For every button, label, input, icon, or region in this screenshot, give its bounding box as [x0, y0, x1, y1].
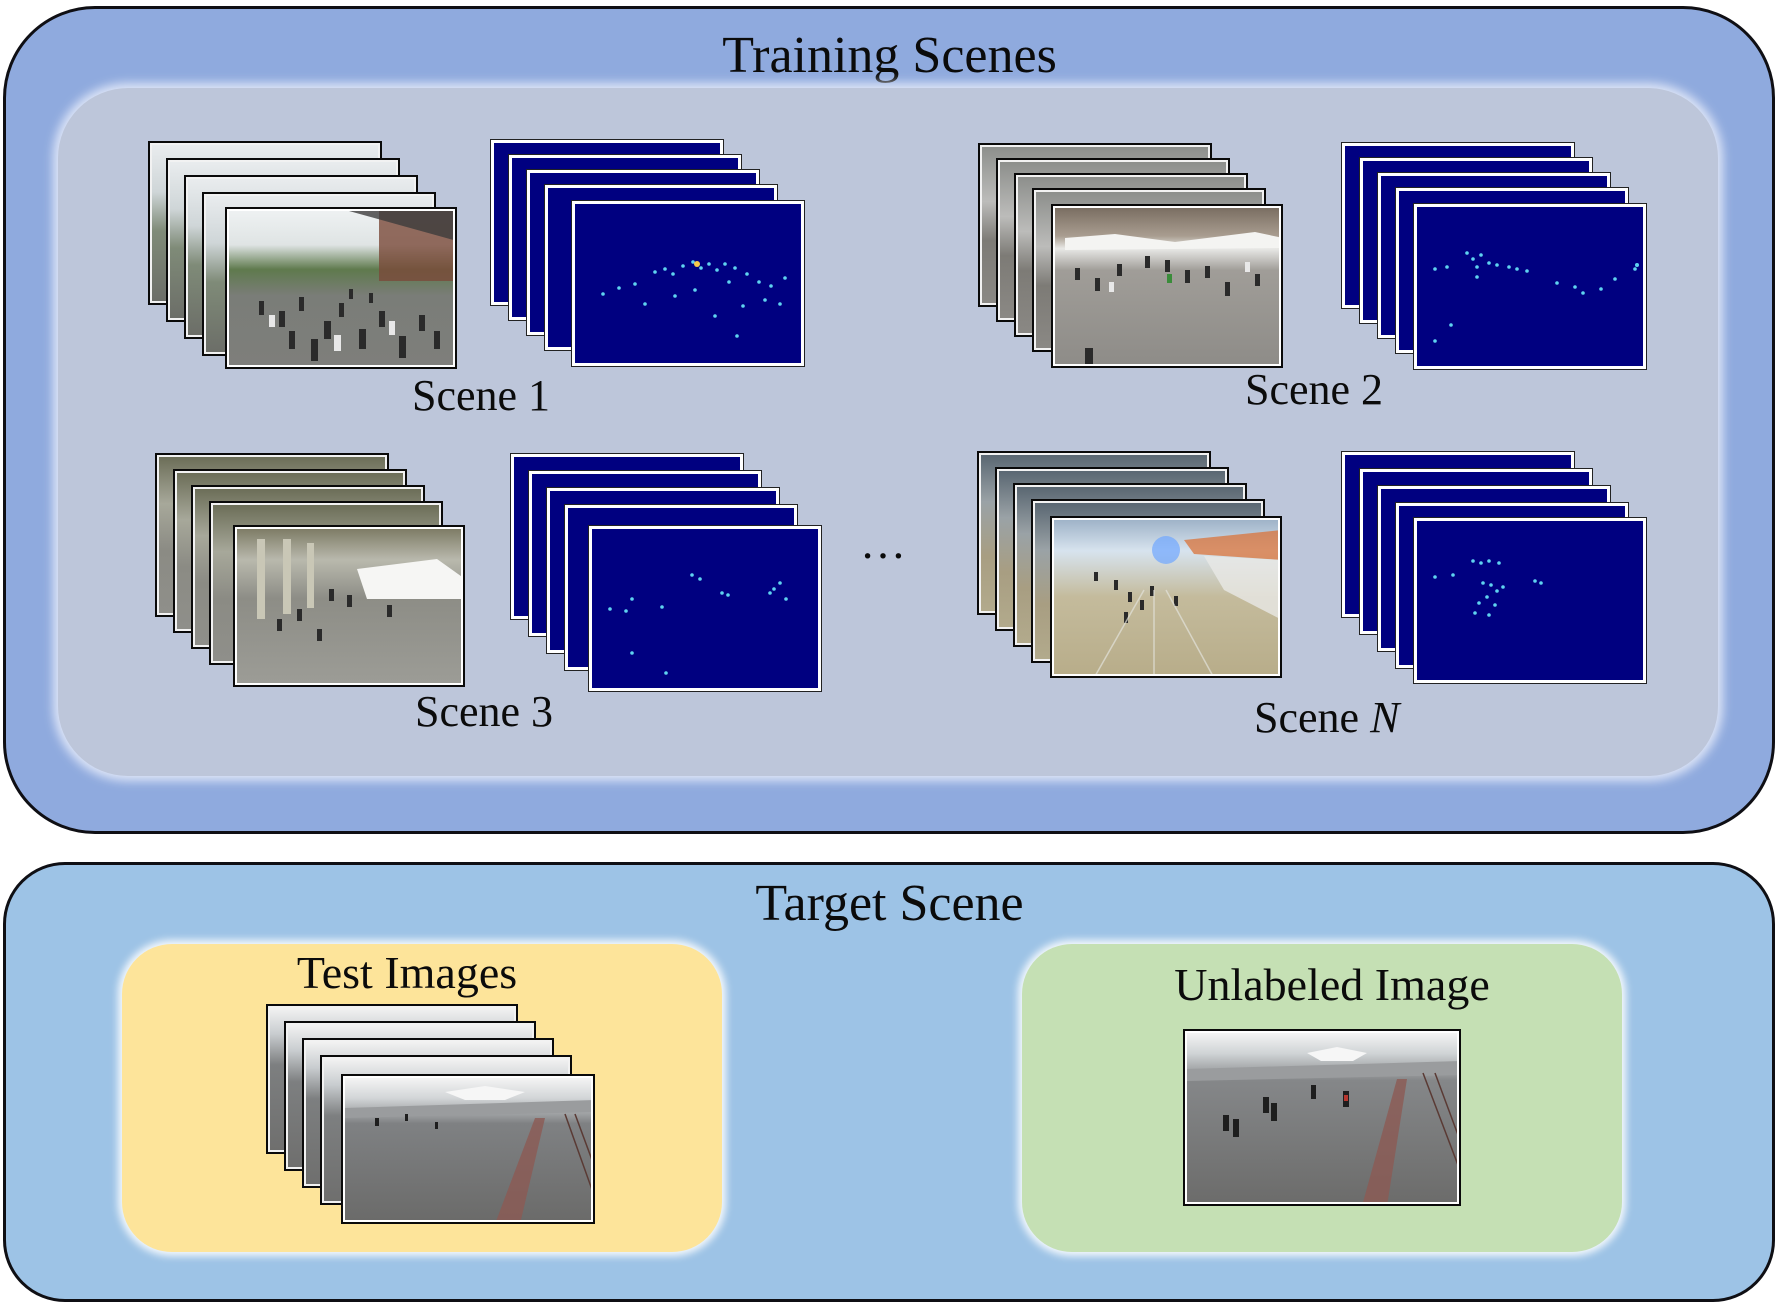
unlabeled-image — [1183, 1029, 1461, 1206]
scene-n-label-prefix: Scene — [1254, 693, 1371, 742]
test-image-frame-front — [341, 1074, 595, 1224]
scene-1-frame-front — [225, 207, 457, 369]
scene-2-density-map-front — [1413, 203, 1647, 370]
unlabeled-image-title: Unlabeled Image — [1174, 959, 1490, 1010]
scene-3-crowd-graphic — [257, 539, 461, 641]
test-images-title: Test Images — [296, 947, 518, 998]
scene-n-label: Scene N — [1254, 696, 1399, 740]
scene-3-density-map-front — [588, 525, 822, 692]
test-image-plaza-graphic — [345, 1086, 591, 1220]
scene-1-density-map-front — [571, 200, 805, 367]
scene-n-density-dots — [1433, 559, 1543, 617]
scene-2-density-dots — [1433, 251, 1639, 343]
target-scene-title: Target Scene — [755, 875, 1024, 932]
scene-n-frame-front — [1050, 516, 1282, 678]
more-scenes-ellipsis: … — [860, 517, 912, 568]
scene-1-label: Scene 1 — [412, 371, 551, 420]
scene-1-density-dots — [601, 260, 787, 338]
scene-2-label: Scene 2 — [1245, 365, 1384, 414]
scene-n-density-map-front — [1413, 517, 1647, 684]
scene-n-crowd-graphic — [1094, 530, 1278, 674]
scene-n-label-variable: N — [1370, 693, 1400, 742]
unlabeled-image-plaza-graphic — [1187, 1047, 1457, 1202]
scene-1-crowd-graphic — [259, 211, 453, 361]
scene-2-frame-front — [1051, 204, 1283, 368]
scene-3-frame-front — [233, 525, 465, 687]
scene-2-crowd-graphic — [1065, 232, 1279, 364]
scene-3-label: Scene 3 — [415, 687, 554, 736]
scene-3-density-dots — [608, 573, 788, 675]
training-scenes-title: Training Scenes — [722, 27, 1057, 84]
